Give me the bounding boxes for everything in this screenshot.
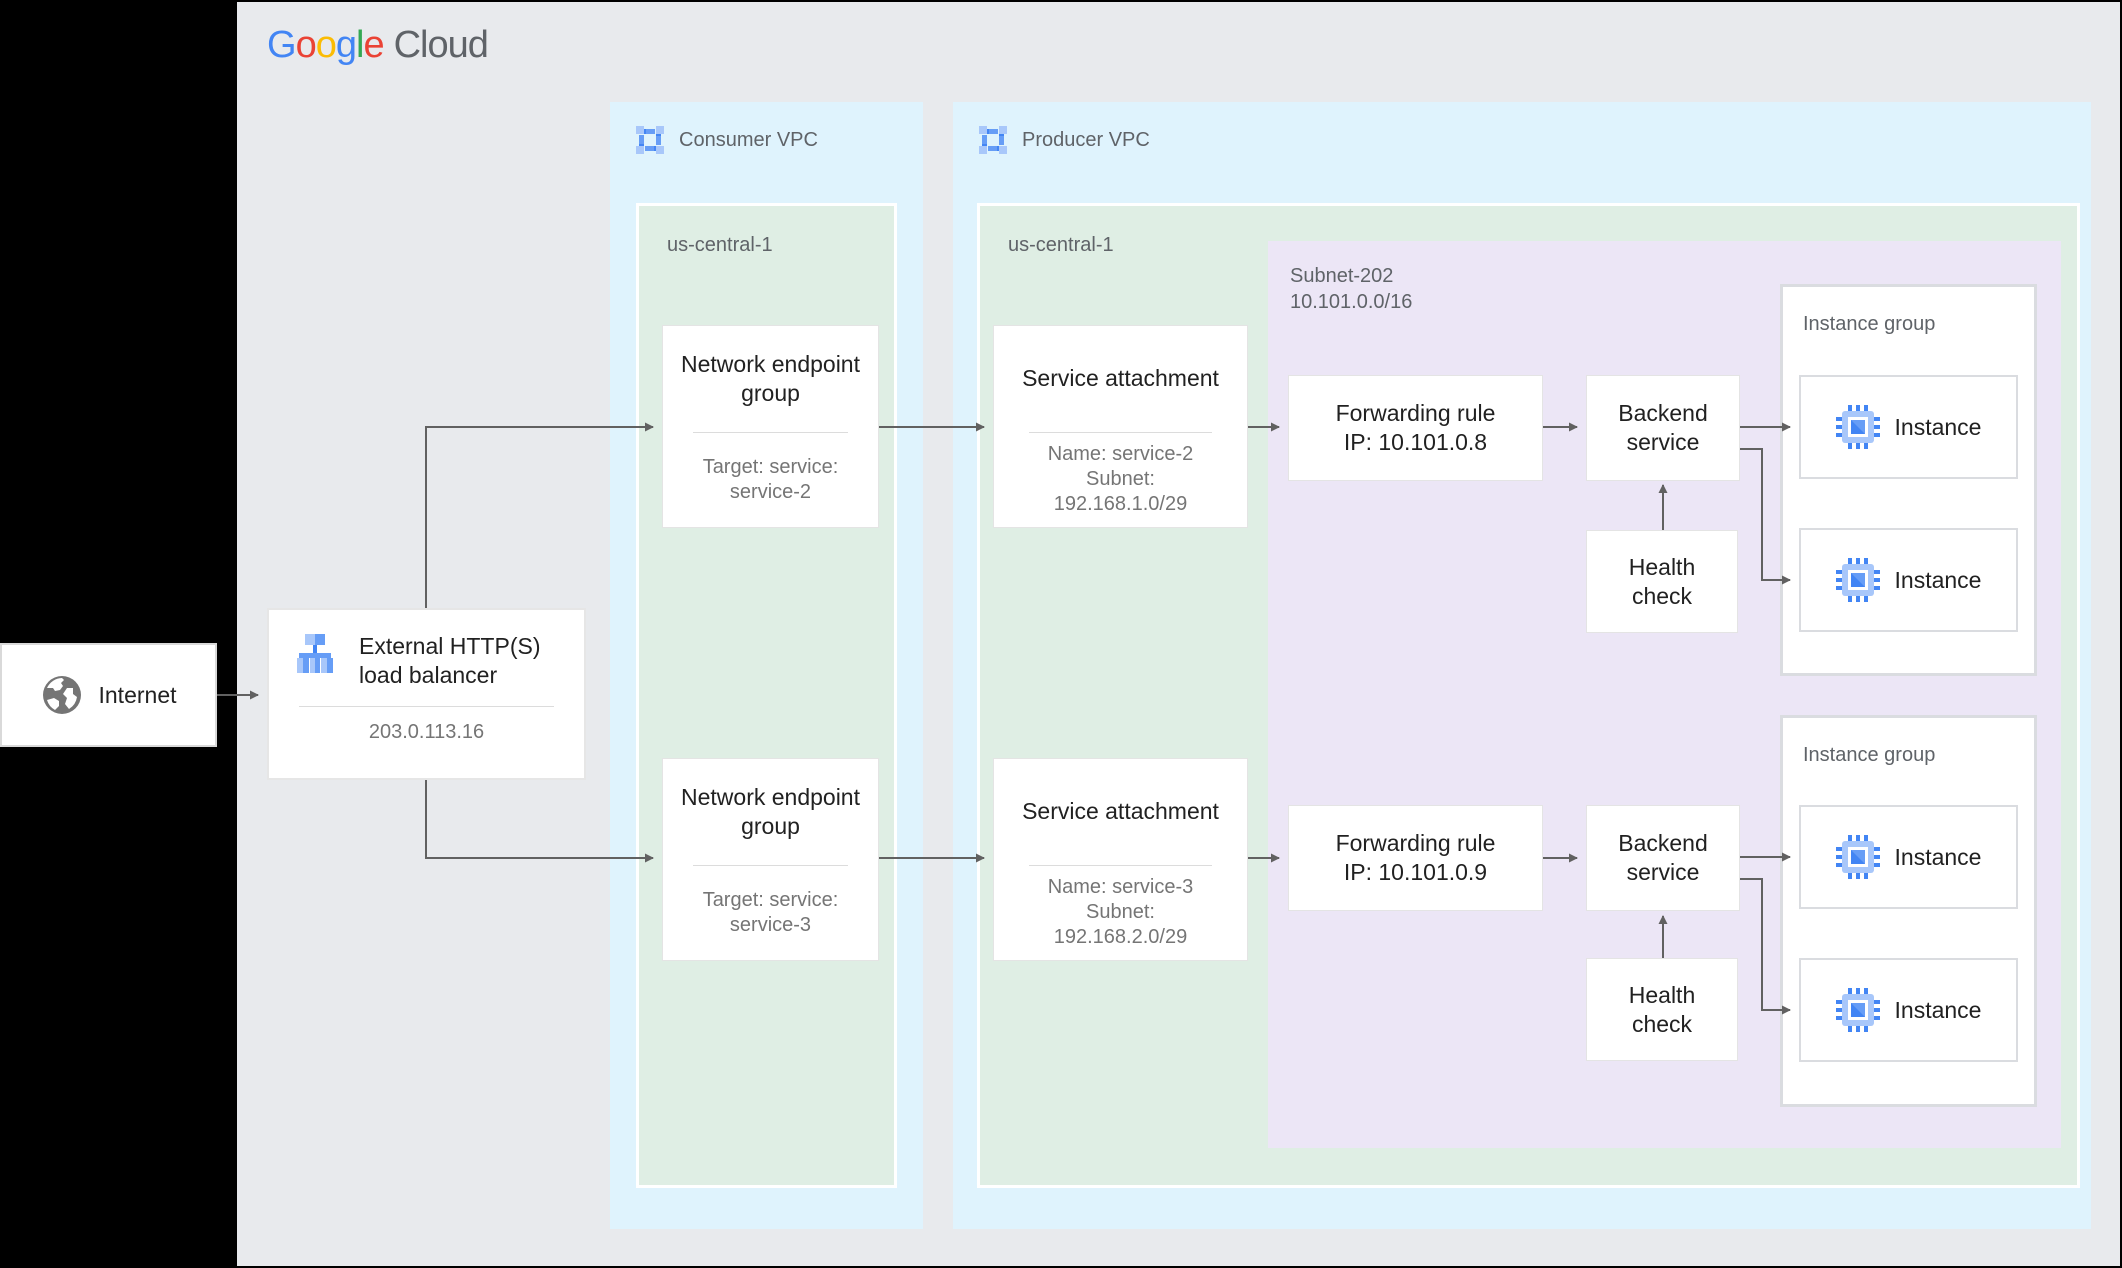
divider <box>1029 864 1212 866</box>
consumer-vpc-header: Consumer VPC <box>636 126 818 154</box>
consumer-region-label: us-central-1 <box>667 234 773 256</box>
vpc-icon <box>979 126 1007 154</box>
forwarding-rule-1: Forwarding rule IP: 10.101.0.8 <box>1288 375 1543 481</box>
service-attachment-2: Service attachment Name: service-3 Subne… <box>993 758 1248 961</box>
instance-node: Instance <box>1799 375 2018 479</box>
health-check-2: Health check <box>1586 958 1738 1061</box>
globe-icon <box>41 674 83 716</box>
fr-ip: IP: 10.101.0.9 <box>1343 859 1488 885</box>
producer-vpc-header: Producer VPC <box>979 126 1150 154</box>
instance-node: Instance <box>1799 958 2018 1062</box>
load-balancer-node: External HTTP(S) load balancer 203.0.113… <box>267 608 586 780</box>
logo-letter: l <box>355 24 365 66</box>
subnet-label: Subnet-202 10.101.0.0/16 <box>1290 263 1412 315</box>
sa-subnet-cidr: 192.168.1.0/29 <box>1053 493 1188 516</box>
neg-detail: Target: service: service-3 <box>663 866 878 960</box>
instance-label: Instance <box>1894 413 1982 440</box>
logo-letter: g <box>335 24 357 66</box>
lb-title-line2: load balancer <box>359 662 498 688</box>
sa-subnet-label: Subnet: <box>1086 901 1155 924</box>
backend-service-label: Backend service <box>1618 830 1708 885</box>
neg-target-line2: service-3 <box>729 913 812 936</box>
instance-node: Instance <box>1799 528 2018 632</box>
neg-title: Network endpoint group <box>681 783 860 839</box>
divider <box>693 864 848 866</box>
backend-service-2: Backend service <box>1586 805 1740 911</box>
producer-vpc-label: Producer VPC <box>1022 128 1150 151</box>
sa-name: Name: service-3 <box>1047 876 1194 899</box>
service-attachment-1: Service attachment Name: service-2 Subne… <box>993 325 1248 528</box>
logo-cloud-text: Cloud <box>393 24 489 66</box>
producer-region-label: us-central-1 <box>1008 234 1114 256</box>
neg-title: Network endpoint group <box>681 350 860 406</box>
backend-service-1: Backend service <box>1586 375 1740 481</box>
fr-title: Forwarding rule <box>1335 400 1496 426</box>
sa-title: Service attachment <box>1022 798 1219 825</box>
instance-label: Instance <box>1894 843 1982 870</box>
consumer-vpc-label: Consumer VPC <box>679 128 818 151</box>
neg-target-line2: service-2 <box>729 480 812 503</box>
neg-target-line1: Target: service: <box>702 888 839 911</box>
sa-name: Name: service-2 <box>1047 443 1194 466</box>
instance-label: Instance <box>1894 996 1982 1023</box>
logo-letter: o <box>295 24 317 66</box>
divider <box>1029 431 1212 433</box>
neg-detail: Target: service: service-2 <box>663 433 878 527</box>
divider <box>299 706 554 707</box>
instance-node: Instance <box>1799 805 2018 909</box>
sa-title: Service attachment <box>1022 365 1219 392</box>
instance-label: Instance <box>1894 566 1982 593</box>
logo-letter: o <box>315 24 337 66</box>
health-check-label: Health check <box>1628 553 1696 609</box>
backend-service-label: Backend service <box>1618 400 1708 455</box>
divider <box>693 431 848 433</box>
compute-instance-icon <box>1835 558 1880 602</box>
neg-target-line1: Target: service: <box>702 455 839 478</box>
network-endpoint-group-1: Network endpoint group Target: service: … <box>662 325 879 528</box>
fr-title: Forwarding rule <box>1335 830 1496 856</box>
internet-label: Internet <box>98 681 177 708</box>
fr-ip: IP: 10.101.0.8 <box>1343 429 1488 455</box>
load-balancer-title: External HTTP(S) load balancer <box>359 632 540 690</box>
sa-subnet-cidr: 192.168.2.0/29 <box>1053 926 1188 949</box>
health-check-1: Health check <box>1586 530 1738 633</box>
sa-detail: Name: service-2 Subnet: 192.168.1.0/29 <box>994 433 1247 527</box>
compute-instance-icon <box>1835 835 1880 879</box>
load-balancer-icon <box>293 632 337 676</box>
health-check-label: Health check <box>1628 981 1696 1037</box>
lb-title-line1: External HTTP(S) <box>359 633 541 659</box>
internet-node: Internet <box>0 643 217 747</box>
subnet-name: Subnet-202 <box>1290 265 1394 287</box>
load-balancer-ip: 203.0.113.16 <box>368 721 485 743</box>
forwarding-rule-2: Forwarding rule IP: 10.101.0.9 <box>1288 805 1543 911</box>
instance-group-label: Instance group <box>1803 313 1936 335</box>
logo-letter: e <box>363 24 384 66</box>
sa-detail: Name: service-3 Subnet: 192.168.2.0/29 <box>994 866 1247 960</box>
compute-instance-icon <box>1835 405 1880 449</box>
sa-subnet-label: Subnet: <box>1086 468 1155 491</box>
network-endpoint-group-2: Network endpoint group Target: service: … <box>662 758 879 961</box>
compute-instance-icon <box>1835 988 1880 1032</box>
vpc-icon <box>636 126 664 154</box>
instance-group-label: Instance group <box>1803 744 1936 766</box>
logo-letter: G <box>267 24 297 66</box>
subnet-cidr: 10.101.0.0/16 <box>1290 291 1413 313</box>
